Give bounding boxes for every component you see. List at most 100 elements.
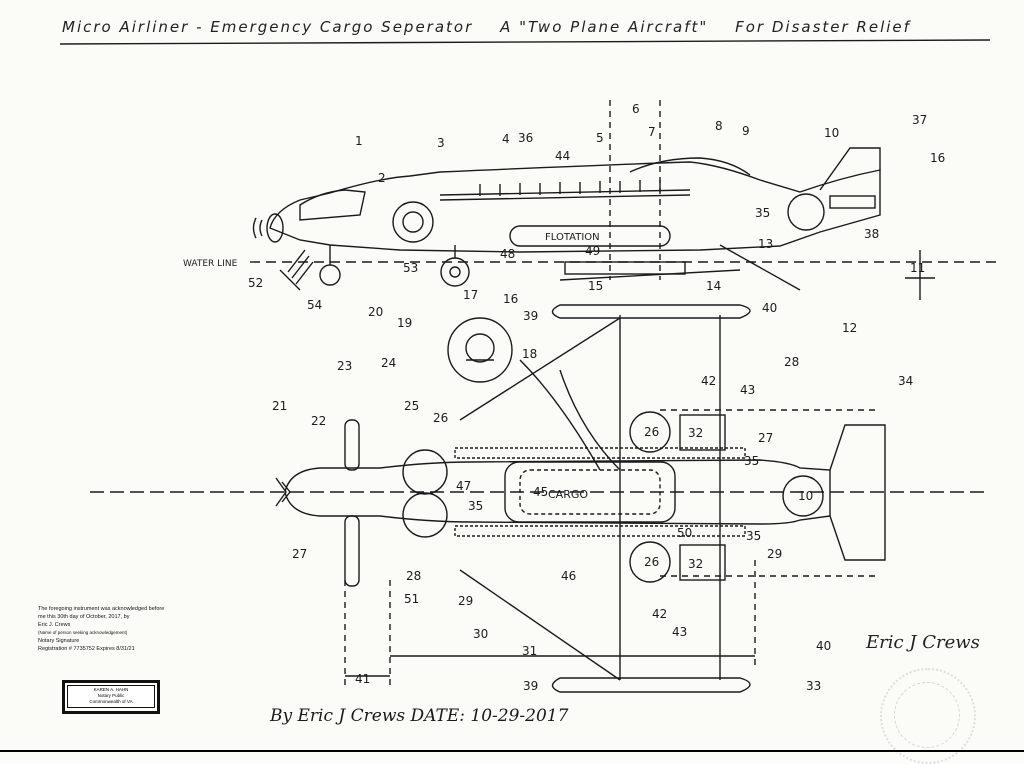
water-line-label: WATER LINE — [183, 259, 238, 269]
notary-block: The foregoing instrument was acknowledge… — [38, 605, 178, 653]
ref-28b: 28 — [406, 569, 421, 583]
notary-day: 30th — [57, 614, 68, 620]
ref-10b: 10 — [798, 489, 813, 503]
title-underline — [59, 39, 991, 45]
ref-42: 42 — [701, 374, 716, 388]
ref-31: 31 — [522, 644, 537, 658]
ref-14: 14 — [706, 279, 721, 293]
ref-39: 39 — [523, 309, 538, 323]
cockpit — [299, 189, 366, 221]
box-32-bottom — [679, 544, 726, 581]
ref-10: 10 — [824, 126, 839, 140]
title-part-2: A "Two Plane Aircraft" — [500, 18, 709, 36]
ref-35b: 35 — [744, 454, 759, 468]
ref-43: 43 — [740, 383, 755, 397]
ref-49: 49 — [585, 244, 600, 258]
stamp-line-2: Notary Public — [97, 693, 125, 698]
side-tail-fin — [819, 147, 881, 191]
ref-7: 7 — [648, 125, 656, 139]
prop-motion-lines — [252, 217, 263, 239]
notary-month: October — [86, 614, 106, 620]
top-view: CARGO — [90, 304, 990, 693]
notary-line-1: The foregoing instrument was acknowledge… — [38, 606, 165, 612]
ref-12: 12 — [842, 321, 857, 335]
ref-50: 50 — [677, 526, 692, 540]
stamp-name: KAREN A. HAHN — [93, 687, 129, 692]
ref-17: 17 — [463, 288, 478, 302]
top-nose-prop — [275, 477, 291, 507]
ref-6: 6 — [632, 102, 640, 116]
ref-35: 35 — [755, 206, 770, 220]
ref-51: 51 — [404, 592, 419, 606]
prop-blade-top — [344, 419, 360, 471]
cargo-separator — [564, 261, 686, 275]
notary-signature-label: Notary Signature — [38, 638, 80, 644]
ref-48: 48 — [500, 247, 515, 261]
side-engine — [392, 201, 434, 243]
ref-3: 3 — [437, 136, 445, 150]
notary-year-prefix: , 20 — [105, 614, 115, 620]
ref-41: 41 — [355, 672, 370, 686]
ref-29: 29 — [458, 594, 473, 608]
wing-leading-edges — [459, 317, 621, 681]
notary-day-of: day of — [69, 614, 85, 620]
notary-year: 17 — [114, 614, 121, 620]
side-tail-engine — [787, 193, 825, 231]
ref-20: 20 — [368, 305, 383, 319]
registration-number: 7735752 — [73, 646, 95, 652]
ref-38: 38 — [864, 227, 879, 241]
ref-24: 24 — [381, 356, 396, 370]
ref-15: 15 — [588, 279, 603, 293]
ref-2: 2 — [378, 171, 386, 185]
ref-42b: 42 — [652, 607, 667, 621]
ref-43b: 43 — [672, 625, 687, 639]
box-32-top — [679, 414, 726, 451]
notary-signer: Eric J. Crews — [38, 622, 71, 628]
ref-34: 34 — [898, 374, 913, 388]
signature-date: 10-29-2017 — [470, 706, 569, 726]
cargo-label: CARGO — [548, 488, 588, 501]
boarding-stairs — [279, 249, 314, 291]
ref-40: 40 — [762, 301, 777, 315]
leader-18 — [519, 359, 621, 471]
seat-row — [479, 180, 661, 196]
ref-27b: 27 — [758, 431, 773, 445]
signature-right: Eric J Crews — [866, 632, 980, 653]
nose-wheel — [319, 264, 341, 286]
side-view: FLOTATION WATER LINE — [183, 100, 1000, 300]
bottom-rule — [0, 750, 1024, 752]
tail-grille — [829, 195, 876, 209]
drawing-title: Micro Airliner - Emergency Cargo Seperat… — [62, 18, 992, 36]
ref-52: 52 — [248, 276, 263, 290]
expires-date: 8/31/21 — [116, 646, 135, 652]
ref-19: 19 — [397, 316, 412, 330]
ref-36: 36 — [518, 131, 533, 145]
ref-44: 44 — [555, 149, 570, 163]
ref-13: 13 — [758, 237, 773, 251]
notary-stamp: KAREN A. HAHN Notary Public Commonwealth… — [62, 680, 160, 714]
notary-name-caption: (Name of person seeking acknowledgement) — [38, 630, 128, 635]
notary-me-this: me this — [38, 614, 56, 620]
ref-4: 4 — [502, 132, 510, 146]
stamp-line-3: Commonwealth of VA — [89, 699, 133, 704]
detail-circle — [447, 317, 513, 383]
tail-plane — [829, 424, 886, 561]
ref-54: 54 — [307, 298, 322, 312]
ref-8: 8 — [715, 119, 723, 133]
signature-by: By — [270, 706, 293, 726]
ref-30: 30 — [473, 627, 488, 641]
ref-26c: 26 — [644, 555, 659, 569]
ref-26: 26 — [433, 411, 448, 425]
ref-16: 16 — [930, 151, 945, 165]
registration-label: Registration # — [38, 646, 72, 652]
ref-40b: 40 — [816, 639, 831, 653]
ref-32b: 32 — [688, 557, 703, 571]
top-fuselage — [284, 459, 831, 525]
ref-47: 47 — [456, 479, 471, 493]
ref-21: 21 — [272, 399, 287, 413]
ref-46: 46 — [561, 569, 576, 583]
ref-35c: 35 — [746, 529, 761, 543]
ref-29b: 29 — [767, 547, 782, 561]
